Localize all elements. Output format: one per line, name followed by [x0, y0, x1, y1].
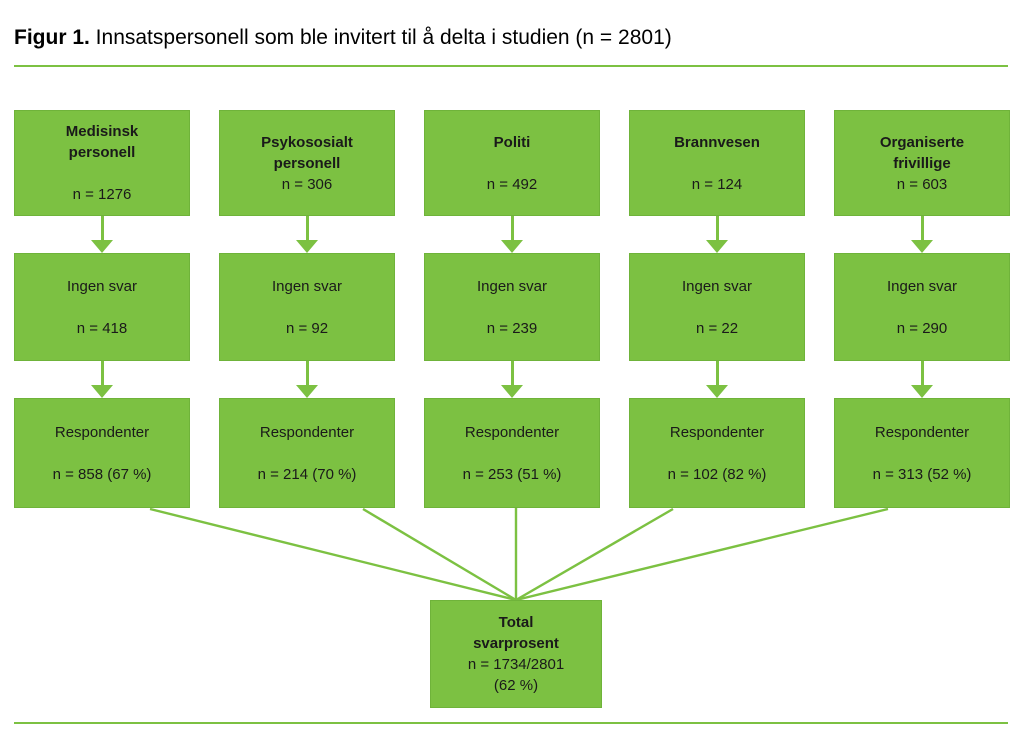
arrow-head: [296, 385, 318, 398]
group-box: Organiserte frivillige n = 603: [834, 110, 1010, 216]
arrow-head: [91, 385, 113, 398]
down-arrow: [834, 216, 1010, 253]
group-n: n = 1276: [72, 186, 132, 203]
group-title: Brannvesen: [674, 133, 760, 151]
no-answer-label: Ingen svar: [886, 277, 958, 295]
arrow-head: [706, 385, 728, 398]
arrow-head: [911, 240, 933, 253]
no-answer-n: n = 239: [486, 319, 538, 337]
no-answer-box: Ingen svar n = 239: [424, 253, 600, 361]
column-psykososialt-personell: Psykososialt personell n = 306 Ingen sva…: [219, 110, 395, 508]
arrow-stem: [510, 361, 514, 385]
arrow-stem: [100, 216, 104, 240]
connector-line: [515, 508, 889, 600]
respondents-label: Respondenter: [259, 423, 355, 441]
respondents-n: n = 858 (67 %): [52, 465, 152, 483]
group-box: Medisinsk personell n = 1276: [14, 110, 190, 216]
respondents-label: Respondenter: [464, 423, 560, 441]
no-answer-n: n = 22: [695, 319, 739, 337]
respondents-box: Respondenter n = 102 (82 %): [629, 398, 805, 508]
no-answer-box: Ingen svar n = 418: [14, 253, 190, 361]
arrow-stem: [920, 216, 924, 240]
down-arrow: [834, 361, 1010, 398]
column-politi: Politi n = 492 Ingen svar n = 239 Respon…: [424, 110, 600, 508]
respondents-box: Respondenter n = 313 (52 %): [834, 398, 1010, 508]
arrow-head: [501, 385, 523, 398]
total-n: n = 1734/2801: [467, 656, 565, 673]
respondents-n: n = 253 (51 %): [462, 465, 562, 483]
respondents-label: Respondenter: [874, 423, 970, 441]
figure-label: Figur 1.: [14, 26, 90, 49]
arrow-head: [706, 240, 728, 253]
down-arrow: [14, 216, 190, 253]
connector-line: [362, 508, 517, 600]
no-answer-n: n = 418: [76, 319, 128, 337]
no-answer-box: Ingen svar n = 290: [834, 253, 1010, 361]
column-brannvesen: Brannvesen n = 124 Ingen svar n = 22 Res…: [629, 110, 805, 508]
total-percent: (62 %): [493, 677, 539, 694]
arrow-head: [911, 385, 933, 398]
bottom-rule: [14, 722, 1008, 724]
respondents-box: Respondenter n = 214 (70 %): [219, 398, 395, 508]
group-box: Politi n = 492: [424, 110, 600, 216]
respondents-label: Respondenter: [54, 423, 150, 441]
no-answer-label: Ingen svar: [476, 277, 548, 295]
no-answer-label: Ingen svar: [681, 277, 753, 295]
no-answer-label: Ingen svar: [271, 277, 343, 295]
down-arrow: [629, 361, 805, 398]
group-n: n = 306: [281, 175, 333, 193]
group-n: n = 124: [691, 175, 743, 193]
down-arrow: [424, 216, 600, 253]
down-arrow: [219, 216, 395, 253]
arrow-stem: [510, 216, 514, 240]
down-arrow: [14, 361, 190, 398]
total-title: Total svarprosent: [473, 614, 559, 652]
respondents-n: n = 214 (70 %): [257, 465, 357, 483]
total-box: Total svarprosent n = 1734/2801 (62 %): [430, 600, 602, 708]
group-title: Organiserte frivillige: [879, 133, 965, 172]
arrow-stem: [100, 361, 104, 385]
group-title: Politi: [493, 133, 531, 151]
column-organiserte-frivillige: Organiserte frivillige n = 603 Ingen sva…: [834, 110, 1010, 508]
connector-line: [149, 508, 517, 600]
arrow-stem: [920, 361, 924, 385]
no-answer-n: n = 92: [285, 319, 329, 337]
top-rule: [14, 65, 1008, 67]
no-answer-box: Ingen svar n = 22: [629, 253, 805, 361]
respondents-n: n = 102 (82 %): [667, 465, 767, 483]
arrow-head: [296, 240, 318, 253]
group-title: Psykososialt personell: [261, 133, 353, 172]
group-n: n = 492: [486, 175, 538, 193]
group-n: n = 603: [896, 175, 948, 193]
group-title: Medisinsk personell: [65, 123, 139, 161]
arrow-stem: [305, 361, 309, 385]
connector-line: [515, 508, 674, 600]
respondents-n: n = 313 (52 %): [872, 465, 972, 483]
respondents-label: Respondenter: [669, 423, 765, 441]
arrow-stem: [715, 361, 719, 385]
converging-connectors: [149, 508, 889, 600]
down-arrow: [629, 216, 805, 253]
arrow-head: [501, 240, 523, 253]
no-answer-box: Ingen svar n = 92: [219, 253, 395, 361]
no-answer-n: n = 290: [896, 319, 948, 337]
respondents-box: Respondenter n = 858 (67 %): [14, 398, 190, 508]
figure-title: Figur 1. Innsatspersonell som ble invite…: [14, 24, 672, 51]
figure-caption: Innsatspersonell som ble invitert til å …: [89, 26, 672, 49]
arrow-head: [91, 240, 113, 253]
flowchart-grid: Medisinsk personell n = 1276 Ingen svar …: [14, 110, 1010, 508]
no-answer-label: Ingen svar: [66, 277, 138, 295]
arrow-stem: [715, 216, 719, 240]
arrow-stem: [305, 216, 309, 240]
down-arrow: [219, 361, 395, 398]
group-box: Brannvesen n = 124: [629, 110, 805, 216]
group-box: Psykososialt personell n = 306: [219, 110, 395, 216]
column-medisinsk-personell: Medisinsk personell n = 1276 Ingen svar …: [14, 110, 190, 508]
down-arrow: [424, 361, 600, 398]
respondents-box: Respondenter n = 253 (51 %): [424, 398, 600, 508]
